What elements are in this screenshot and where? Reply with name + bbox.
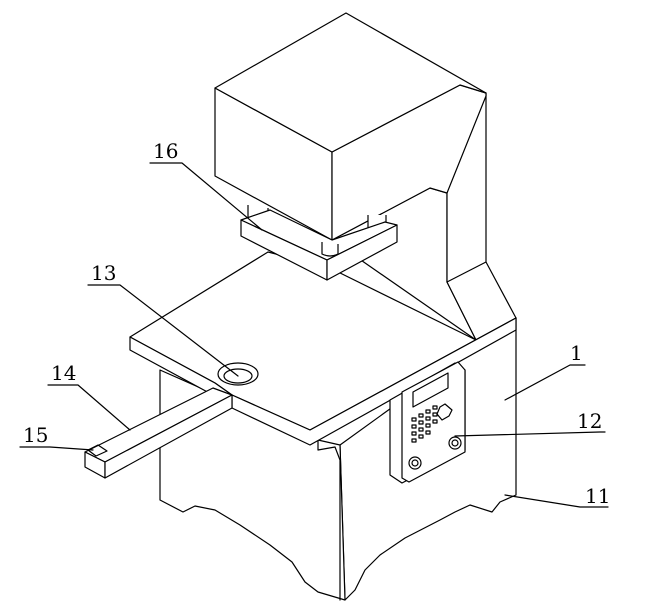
feed-arm-end-block [87,444,108,457]
leader-14 [47,384,131,431]
leader-16 [149,162,263,231]
leader-12 [454,431,606,437]
keypad-key [411,438,417,443]
label-14: 14 [51,361,76,385]
keypad-key [411,417,417,422]
keypad-key [418,413,424,418]
display-screen [412,372,449,408]
label-16: 16 [153,139,178,163]
knob-right [448,436,462,450]
keypad-key [432,405,438,410]
keypad-key [411,424,417,429]
leader-11 [504,494,609,508]
press-plate-side [326,224,398,281]
keypad-key [418,427,424,432]
knob-left [408,456,422,470]
keypad [411,405,438,443]
leader-1 [504,364,586,401]
keypad-key [425,423,431,428]
feed-arm [84,387,233,479]
base-left-face [159,369,346,601]
label-1: 1 [570,341,583,365]
base-corner-edge [317,439,341,601]
keypad-key [432,419,438,424]
keypad-key [425,416,431,421]
label-11: 11 [585,484,610,508]
keypad-key [425,430,431,435]
part-labels: 16 13 14 15 1 12 11 [23,139,610,508]
target-ring [217,362,259,386]
keypad-key [418,420,424,425]
direction-pad-icon [436,403,453,421]
label-15: 15 [23,423,48,447]
label-13: 13 [91,261,116,285]
knob-right-center [451,439,459,447]
control-panel [389,361,466,484]
knob-left-center [411,459,419,467]
leader-lines [19,162,609,508]
keypad-key [425,409,431,414]
feed-arm-side [104,394,233,479]
target-ring-inner [223,368,253,384]
plate-post-stub [321,242,339,257]
keypad-key [411,431,417,436]
housing-top-face [214,12,487,153]
leader-13 [87,284,239,377]
leader-15 [19,446,94,451]
keypad-key [418,434,424,439]
column-slant-edge [446,261,487,283]
label-12: 12 [577,409,602,433]
top-housing [214,12,487,241]
